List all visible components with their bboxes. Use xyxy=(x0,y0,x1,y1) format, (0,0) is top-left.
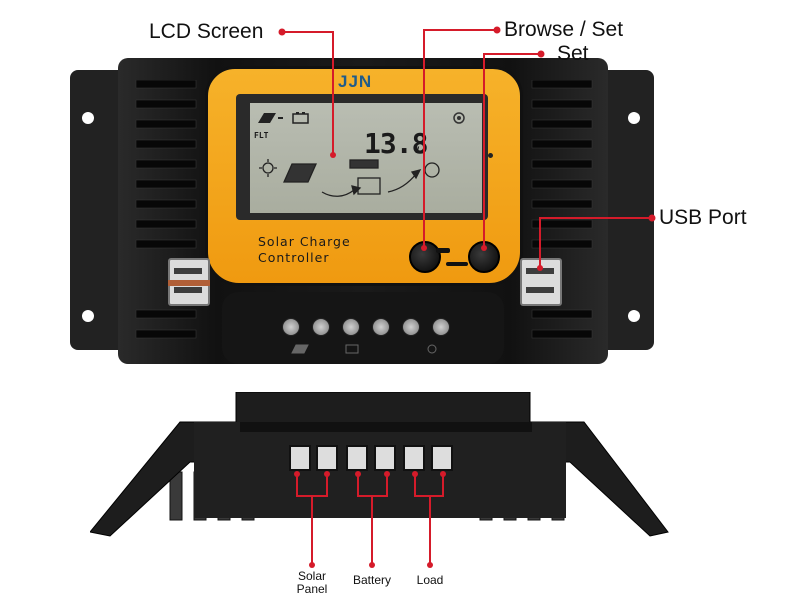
bottom-terminal-1 xyxy=(289,445,311,471)
bottom-terminal-6 xyxy=(431,445,453,471)
terminal-screw-4 xyxy=(372,318,390,336)
lcd-mode: FLT xyxy=(254,131,269,140)
terminal-screw-1 xyxy=(282,318,300,336)
mount-hole-br xyxy=(628,310,640,322)
label-load: Load xyxy=(416,573,444,587)
callout-usb-port: USB Port xyxy=(659,206,747,229)
lcd-screen xyxy=(250,103,482,213)
bottom-terminal-4 xyxy=(374,445,396,471)
browse-button-marker xyxy=(436,248,450,253)
bottom-terminal-3 xyxy=(346,445,368,471)
product-name: Solar Charge Controller xyxy=(258,234,351,266)
callout-lcd-screen: LCD Screen xyxy=(149,20,264,43)
label-solar-panel-line1: Solar xyxy=(297,569,326,583)
lcd-flow-graphics xyxy=(259,159,440,197)
left-vent-grille xyxy=(135,80,197,339)
callout-set: Set xyxy=(557,42,589,65)
right-vent-grille xyxy=(531,80,593,339)
indicator-led xyxy=(488,153,493,158)
terminal-screw-5 xyxy=(402,318,420,336)
bottom-terminal-2 xyxy=(316,445,338,471)
gear-icon xyxy=(453,112,465,124)
mount-hole-tl xyxy=(82,112,94,124)
terminal-cover xyxy=(222,292,504,364)
usb-port-left-gap xyxy=(168,280,210,286)
mount-hole-tr xyxy=(628,112,640,124)
product-name-line1: Solar Charge xyxy=(258,234,351,249)
set-button-marker xyxy=(446,262,468,266)
mount-hole-bl xyxy=(82,310,94,322)
label-solar-panel: Solar Panel xyxy=(292,570,332,595)
product-name-line2: Controller xyxy=(258,250,330,265)
controller-bottom-body xyxy=(90,392,669,537)
terminal-screw-2 xyxy=(312,318,330,336)
brand-logo: JJN xyxy=(338,72,373,91)
terminal-screw-6 xyxy=(432,318,450,336)
callout-browse-set: Browse / Set xyxy=(504,18,624,41)
bottom-terminal-5 xyxy=(403,445,425,471)
terminal-symbols xyxy=(291,344,437,354)
solar-panel-icon xyxy=(258,113,283,123)
label-battery: Battery xyxy=(352,573,391,587)
battery-icon xyxy=(292,112,309,124)
label-solar-panel-line2: Panel xyxy=(296,581,328,596)
lcd-reading: 13.8 xyxy=(364,127,428,160)
terminal-screw-3 xyxy=(342,318,360,336)
lcd-unit: V xyxy=(414,146,420,156)
